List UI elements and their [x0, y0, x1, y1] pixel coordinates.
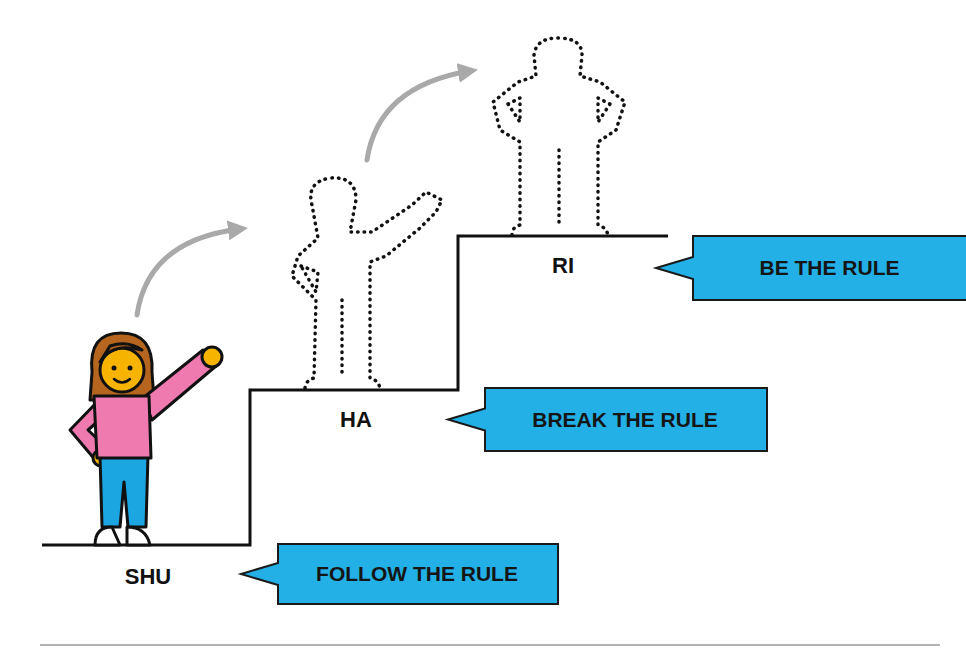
shoe	[95, 527, 120, 545]
hand	[202, 347, 222, 367]
callout-body: BREAK THE RULE	[485, 387, 765, 452]
callout-text: BREAK THE RULE	[532, 408, 718, 432]
callout-box: BREAK THE RULE	[447, 387, 765, 452]
hair	[90, 333, 154, 400]
hip-loop	[508, 98, 520, 122]
callout-outline	[448, 388, 767, 451]
trousers	[100, 455, 148, 527]
eye	[112, 366, 117, 371]
dashed-figure	[493, 38, 625, 235]
callout-box: FOLLOW THE RULE	[240, 543, 556, 605]
figure-outline	[493, 38, 625, 235]
callout-text: FOLLOW THE RULE	[316, 562, 518, 586]
callout-body: FOLLOW THE RULE	[278, 543, 556, 605]
figure-outline	[292, 178, 442, 388]
step-label: SHU	[125, 564, 171, 590]
hip-loop	[301, 266, 318, 292]
shoe	[127, 527, 150, 545]
callout-outline	[241, 544, 558, 604]
step-label: RI	[552, 253, 574, 279]
hip-loop	[598, 98, 610, 122]
step-label: HA	[340, 407, 372, 433]
shirt	[94, 396, 151, 458]
girl-figure	[70, 333, 222, 545]
smile	[114, 379, 130, 383]
progress-arrow	[137, 229, 240, 315]
dashed-figure	[292, 178, 442, 388]
callout-body: BE THE RULE	[693, 235, 966, 301]
leg-gap	[557, 150, 561, 225]
callout-box: BE THE RULE	[655, 235, 966, 301]
divider-line	[40, 644, 940, 646]
progress-arrow	[367, 71, 470, 160]
leg-gap	[340, 300, 344, 378]
eye	[128, 366, 133, 371]
callout-text: BE THE RULE	[759, 256, 899, 280]
fringe	[100, 344, 142, 362]
callout-outline	[656, 236, 966, 300]
